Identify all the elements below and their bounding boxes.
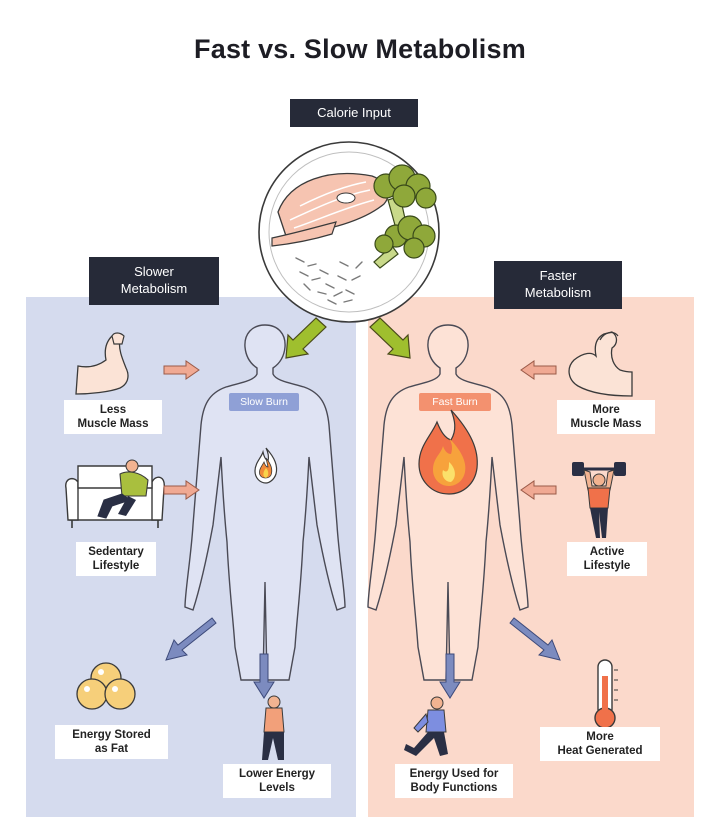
active-lifestyle-label: Active Lifestyle (567, 542, 647, 576)
more-muscle-mass-label: More Muscle Mass (557, 400, 655, 434)
arrow-active (520, 480, 557, 500)
slow-burn-chip (229, 393, 299, 411)
arrow-more-muscle (520, 360, 557, 380)
arrow-sedentary (163, 480, 200, 500)
energy-used-label: Energy Used for Body Functions (395, 764, 513, 798)
plate-icon (258, 141, 440, 323)
slow-burn-label: Slow Burn (240, 396, 288, 408)
diet-arrow-left (285, 317, 327, 359)
fast-burn-chip (419, 393, 491, 411)
arrow-less-muscle (163, 360, 200, 380)
faster-metabolism-label: Faster Metabolism (494, 261, 622, 309)
fat-cells-icon (76, 662, 136, 710)
small-flame-icon (254, 447, 278, 484)
page-title: Fast vs. Slow Metabolism (194, 34, 526, 64)
arrow-energy-stored (165, 617, 217, 661)
weightlifter-icon (572, 462, 626, 538)
arrow-energy-used (439, 653, 461, 699)
sedentary-lifestyle-label: Sedentary Lifestyle (76, 542, 156, 576)
flexed-arm-small-icon (75, 332, 129, 395)
arrow-lower-energy (253, 653, 275, 699)
running-person-icon (404, 696, 448, 756)
lower-energy-label: Lower Energy Levels (223, 764, 331, 798)
flexed-arm-large-icon (568, 331, 633, 397)
diet-arrow-right (369, 317, 411, 359)
more-heat-label: More Heat Generated (540, 727, 660, 761)
less-muscle-mass-label: Less Muscle Mass (64, 400, 162, 434)
energy-stored-label: Energy Stored as Fat (55, 725, 168, 759)
big-flame-icon (418, 409, 478, 495)
sofa-person-icon (65, 459, 165, 528)
fast-burn-label: Fast Burn (432, 396, 478, 408)
calorie-input-label: Calorie Input (290, 99, 418, 127)
slower-metabolism-label: Slower Metabolism (89, 257, 219, 305)
thermometer-icon (594, 659, 618, 729)
tired-person-icon (262, 695, 285, 760)
arrow-more-heat (509, 617, 561, 661)
